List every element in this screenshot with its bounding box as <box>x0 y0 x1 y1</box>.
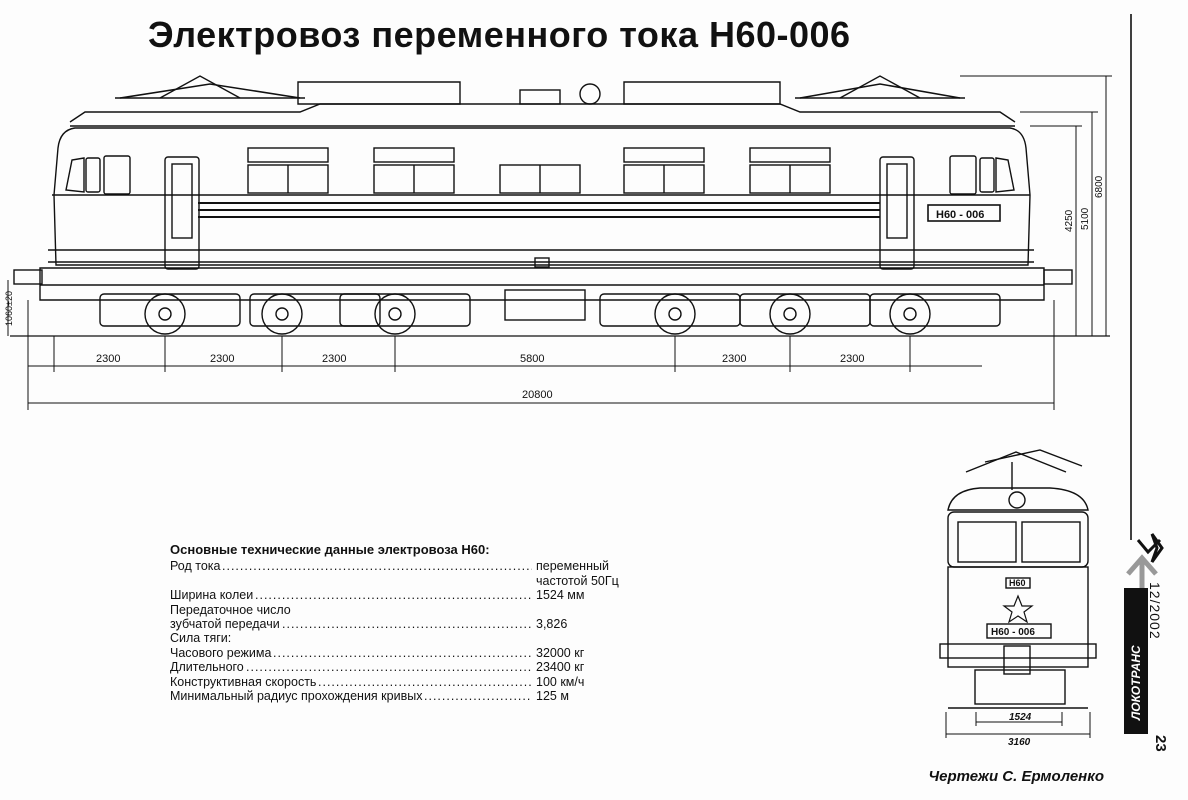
dim-front-gauge: 1524 <box>1009 712 1032 723</box>
spec-row: зубчатой передачи.......................… <box>170 617 640 631</box>
page-number: 23 <box>1152 735 1169 752</box>
dim-buffer-height: 1060±20 <box>4 291 14 326</box>
spec-value: 32000 кг <box>536 645 585 660</box>
page-title: Электровоз переменного тока Н60-006 <box>148 14 851 55</box>
spec-heading: Основные технические данные электровоза … <box>170 542 490 557</box>
drawing-credit: Чертежи С. Ермоленко <box>928 768 1104 785</box>
spec-label: Передаточное число <box>170 602 291 617</box>
dim-segment-6: 2300 <box>840 353 864 365</box>
spec-value: 23400 кг <box>536 660 585 675</box>
spec-leader-dots: ........................................… <box>246 660 532 675</box>
dim-segment-4: 5800 <box>520 353 544 365</box>
spec-label: Минимальный радиус прохождения кривых <box>170 688 423 703</box>
bogies <box>99 289 1001 335</box>
spec-leader-dots: ........................................… <box>222 559 532 574</box>
spec-label: зубчатой передачи <box>170 616 280 631</box>
dim-segment-2: 2300 <box>210 353 234 365</box>
spec-value: переменный <box>536 559 609 574</box>
dim-segment-3: 2300 <box>322 353 346 365</box>
spec-value: 125 м <box>536 688 569 703</box>
spec-rows: Род тока................................… <box>170 559 640 703</box>
spec-leader-dots: ........................................… <box>282 616 532 631</box>
magazine-logo: ЛОКОТРАНС <box>1129 645 1143 721</box>
spec-label: Длительного <box>170 660 244 675</box>
down-arrow-icon <box>1136 533 1164 563</box>
number-plate-front-top: Н60 <box>1009 578 1026 588</box>
spec-row: Длительного.............................… <box>170 660 640 674</box>
spec-row: Минимальный радиус прохождения кривых...… <box>170 689 640 703</box>
dim-height-roof: 5100 <box>1080 207 1091 230</box>
front-view <box>939 449 1097 738</box>
spec-row: Конструктивная скорость.................… <box>170 675 640 689</box>
spec-row: Сила тяги: <box>170 631 640 645</box>
side-view <box>10 75 1110 337</box>
spec-row: Ширина колеи............................… <box>170 588 640 602</box>
number-plate-front: Н60 - 006 <box>991 627 1035 638</box>
number-plate-side: Н60 - 006 <box>936 209 984 221</box>
spec-leader-dots: ........................................… <box>318 674 532 689</box>
magazine-tab <box>1124 588 1148 734</box>
dim-segment-5: 2300 <box>722 353 746 365</box>
spec-table: Основные технические данные электровоза … <box>170 542 640 703</box>
dim-segment-1: 2300 <box>96 353 120 365</box>
spec-row: Род тока................................… <box>170 559 640 573</box>
spec-row: Передаточное число <box>170 603 640 617</box>
spec-leader-dots: ........................................… <box>255 588 532 603</box>
spec-row: Часового режима.........................… <box>170 646 640 660</box>
spec-row: частотой 50Гц <box>170 574 640 588</box>
side-windows <box>247 147 831 194</box>
spec-leader-dots: ........................................… <box>424 688 532 703</box>
spec-leader-dots: ........................................… <box>273 645 532 660</box>
spec-value: частотой 50Гц <box>536 573 619 588</box>
dim-front-width: 3160 <box>1008 737 1031 748</box>
spec-value: 100 км/ч <box>536 674 585 689</box>
spec-label: Конструктивная скорость <box>170 674 317 689</box>
dimension-lines <box>7 75 1112 410</box>
spec-label: Ширина колеи <box>170 588 254 603</box>
spec-label: Сила тяги: <box>170 631 232 646</box>
spec-value: 3,826 <box>536 616 568 631</box>
spec-value: 1524 мм <box>536 588 585 603</box>
issue-number: 12/2002 <box>1147 582 1163 640</box>
dim-overall-length: 20800 <box>522 389 553 401</box>
spec-label: Род тока <box>170 559 221 574</box>
dim-height-total: 6800 <box>1094 175 1105 198</box>
spec-label: Часового режима <box>170 645 272 660</box>
dim-height-body: 4250 <box>1064 209 1075 232</box>
